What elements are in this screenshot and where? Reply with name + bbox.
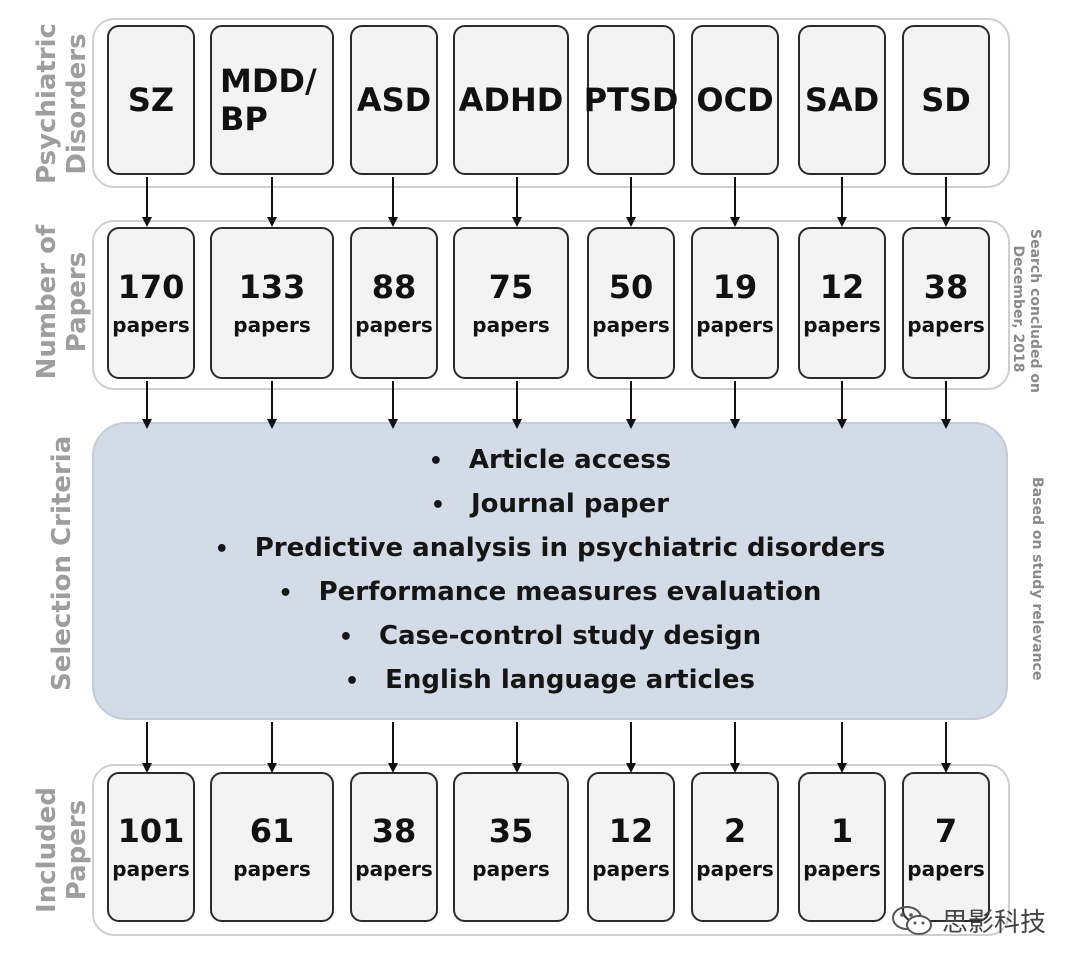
disorder-name: PTSD (583, 81, 679, 119)
paper-unit: papers (112, 857, 190, 881)
number-box-sz: 170 papers (107, 227, 195, 379)
criteria-item: •Journal paper (215, 483, 886, 527)
bullet-icon: • (338, 625, 353, 650)
paper-unit: papers (696, 313, 774, 337)
criteria-item: •Predictive analysis in psychiatric diso… (215, 527, 886, 571)
paper-count: 35 (488, 812, 534, 850)
criteria-item: •Article access (215, 439, 886, 483)
paper-count: 7 (934, 812, 958, 850)
disorder-name: SAD (804, 81, 880, 119)
disorder-box-mdd-bp: MDD/ BP (210, 25, 334, 175)
disorder-box-ocd: OCD (691, 25, 779, 175)
included-box-adhd: 35 papers (453, 772, 569, 922)
paper-unit: papers (472, 313, 550, 337)
criteria-item: •Performance measures evaluation (215, 571, 886, 615)
paper-unit: papers (803, 857, 881, 881)
criteria-list: •Article access •Journal paper •Predicti… (215, 439, 886, 703)
disorder-name: OCD (696, 81, 774, 119)
included-box-sd: 7 papers (902, 772, 990, 922)
disorder-box-asd: ASD (350, 25, 438, 175)
paper-count: 88 (371, 268, 417, 306)
paper-unit: papers (592, 313, 670, 337)
disorder-box-sd: SD (902, 25, 990, 175)
number-box-sd: 38 papers (902, 227, 990, 379)
paper-unit: papers (112, 313, 190, 337)
bullet-icon: • (428, 449, 443, 474)
number-box-asd: 88 papers (350, 227, 438, 379)
included-box-asd: 38 papers (350, 772, 438, 922)
paper-unit: papers (233, 857, 311, 881)
watermark-text: 思影科技 (942, 908, 1047, 938)
paper-count: 101 (117, 812, 185, 850)
disorder-name: ADHD (458, 81, 564, 119)
paper-unit: papers (233, 313, 311, 337)
disorder-name: MDD/ BP (220, 62, 317, 138)
wechat-icon (892, 905, 932, 935)
included-box-mdd-bp: 61 papers (210, 772, 334, 922)
selection-criteria-box: •Article access •Journal paper •Predicti… (92, 422, 1008, 720)
bullet-icon: • (430, 493, 445, 518)
paper-count: 38 (371, 812, 417, 850)
disorder-box-sz: SZ (107, 25, 195, 175)
disorder-box-ptsd: PTSD (584, 25, 678, 175)
paper-count: 50 (608, 268, 654, 306)
number-box-sad: 12 papers (798, 227, 886, 379)
paper-unit: papers (592, 857, 670, 881)
included-box-sad: 1 papers (798, 772, 886, 922)
number-box-ocd: 19 papers (691, 227, 779, 379)
paper-count: 75 (488, 268, 534, 306)
paper-count: 2 (723, 812, 747, 850)
paper-count: 1 (830, 812, 854, 850)
watermark: 思影科技 (890, 902, 1046, 939)
paper-count: 170 (117, 268, 185, 306)
bullet-icon: • (278, 581, 293, 606)
paper-count: 133 (238, 268, 306, 306)
included-box-sz: 101 papers (107, 772, 195, 922)
paper-count: 61 (249, 812, 295, 850)
disorder-box-adhd: ADHD (453, 25, 569, 175)
paper-count: 38 (923, 268, 969, 306)
disorder-name: SD (921, 81, 971, 119)
included-box-ocd: 2 papers (691, 772, 779, 922)
paper-count: 12 (819, 268, 865, 306)
criteria-item: •English language articles (215, 659, 886, 703)
disorder-name: SZ (127, 81, 175, 119)
paper-unit: papers (472, 857, 550, 881)
disorder-name: ASD (356, 81, 432, 119)
number-box-ptsd: 50 papers (587, 227, 675, 379)
paper-unit: papers (907, 857, 985, 881)
bullet-icon: • (345, 669, 360, 694)
paper-unit: papers (355, 857, 433, 881)
paper-unit: papers (696, 857, 774, 881)
paper-count: 12 (608, 812, 654, 850)
bullet-icon: • (214, 537, 229, 562)
disorder-box-sad: SAD (798, 25, 886, 175)
criteria-item: •Case-control study design (215, 615, 886, 659)
number-box-mdd-bp: 133 papers (210, 227, 334, 379)
paper-count: 19 (712, 268, 758, 306)
paper-unit: papers (803, 313, 881, 337)
included-box-ptsd: 12 papers (587, 772, 675, 922)
paper-unit: papers (355, 313, 433, 337)
number-box-adhd: 75 papers (453, 227, 569, 379)
paper-unit: papers (907, 313, 985, 337)
